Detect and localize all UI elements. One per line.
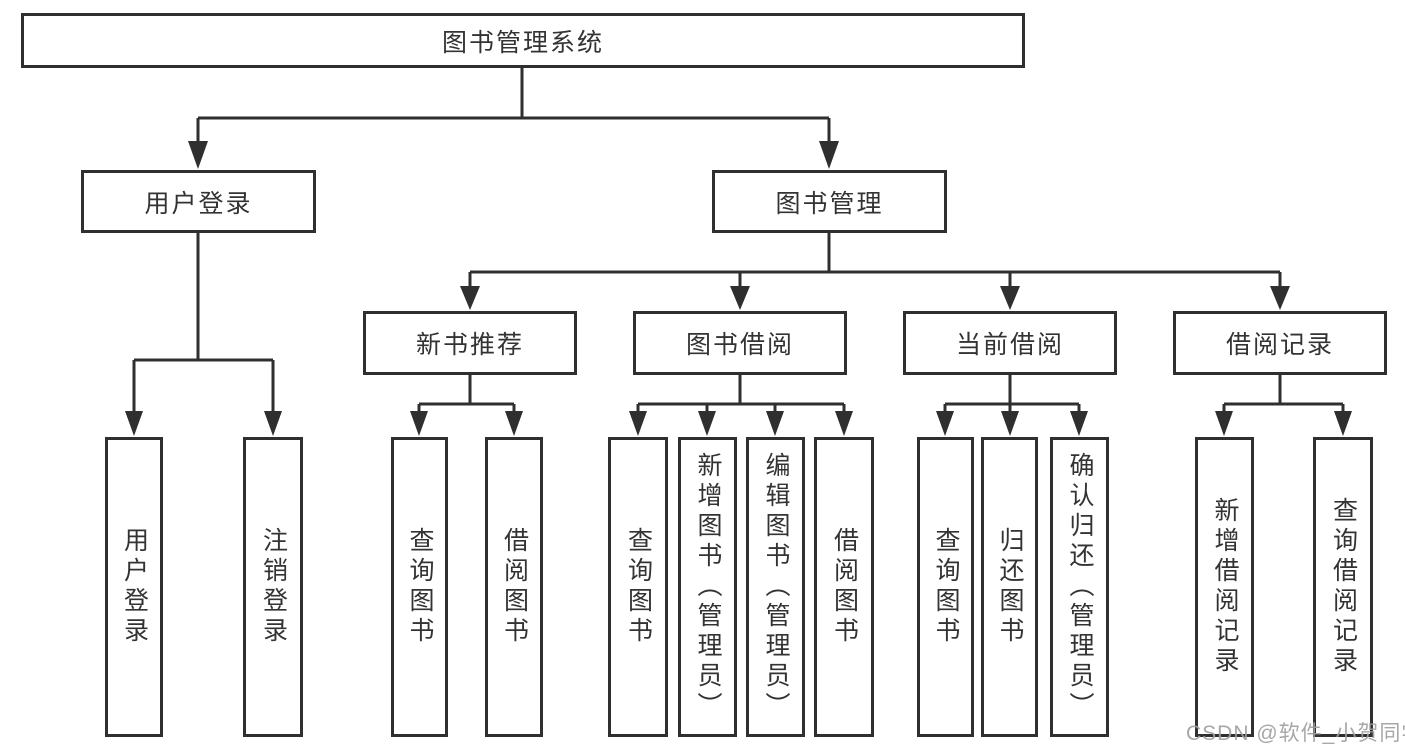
leaf-confirm-return-admin: 确认归还（管理员） [1050, 437, 1109, 737]
arrowhead [264, 411, 282, 436]
node-user-login: 用户登录 [81, 170, 316, 233]
arrowhead [460, 286, 480, 310]
arrowhead [629, 411, 647, 436]
arrowhead [1001, 411, 1019, 436]
leaf-add-book-admin: 新增图书（管理员） [678, 437, 737, 737]
arrowhead [1270, 286, 1290, 310]
node-borrowing-records: 借阅记录 [1173, 311, 1387, 375]
leaf-user-login: 用户登录 [105, 437, 163, 737]
arrowhead [125, 411, 143, 436]
arrowhead [698, 411, 716, 436]
leaf-query-books-recommend: 查询图书 [391, 437, 448, 737]
connector-bookmgmt-to-level3 [460, 233, 1290, 310]
arrowhead [730, 286, 750, 310]
arrowhead [188, 141, 208, 169]
arrowhead [410, 411, 428, 436]
arrowhead [1000, 286, 1020, 310]
leaf-query-books-borrowing: 查询图书 [608, 437, 668, 737]
leaf-query-borrow-record: 查询借阅记录 [1313, 437, 1373, 737]
connector-userlogin-to-leaves [125, 233, 282, 436]
leaf-borrow-books-borrowing: 借阅图书 [814, 437, 874, 737]
arrowhead [1070, 411, 1088, 436]
arrowhead [835, 411, 853, 436]
node-library-management-system: 图书管理系统 [21, 13, 1025, 68]
leaf-return-books: 归还图书 [981, 437, 1038, 737]
connector-newbook-to-leaves [410, 375, 523, 436]
connector-currentborrow-to-leaves [936, 375, 1088, 436]
arrowhead [1334, 411, 1352, 436]
arrowhead [766, 411, 784, 436]
leaf-logout: 注销登录 [243, 437, 303, 737]
connector-bookborrow-to-leaves [629, 375, 853, 436]
node-book-borrowing: 图书借阅 [633, 311, 847, 375]
node-book-management: 图书管理 [712, 170, 947, 233]
connector-root-to-level2 [188, 68, 839, 169]
leaf-borrow-books-recommend: 借阅图书 [485, 437, 543, 737]
arrowhead [505, 411, 523, 436]
arrowhead [936, 411, 954, 436]
leaf-add-borrow-record: 新增借阅记录 [1195, 437, 1254, 737]
node-current-borrowing: 当前借阅 [903, 311, 1117, 375]
leaf-edit-book-admin: 编辑图书（管理员） [746, 437, 805, 737]
connector-records-to-leaves [1215, 375, 1352, 436]
arrowhead [1215, 411, 1233, 436]
csdn-watermark: CSDN @软件_小贺同学 [1186, 722, 1405, 745]
node-new-book-recommendation: 新书推荐 [363, 311, 577, 375]
leaf-query-books-current: 查询图书 [917, 437, 974, 737]
arrowhead [819, 141, 839, 169]
